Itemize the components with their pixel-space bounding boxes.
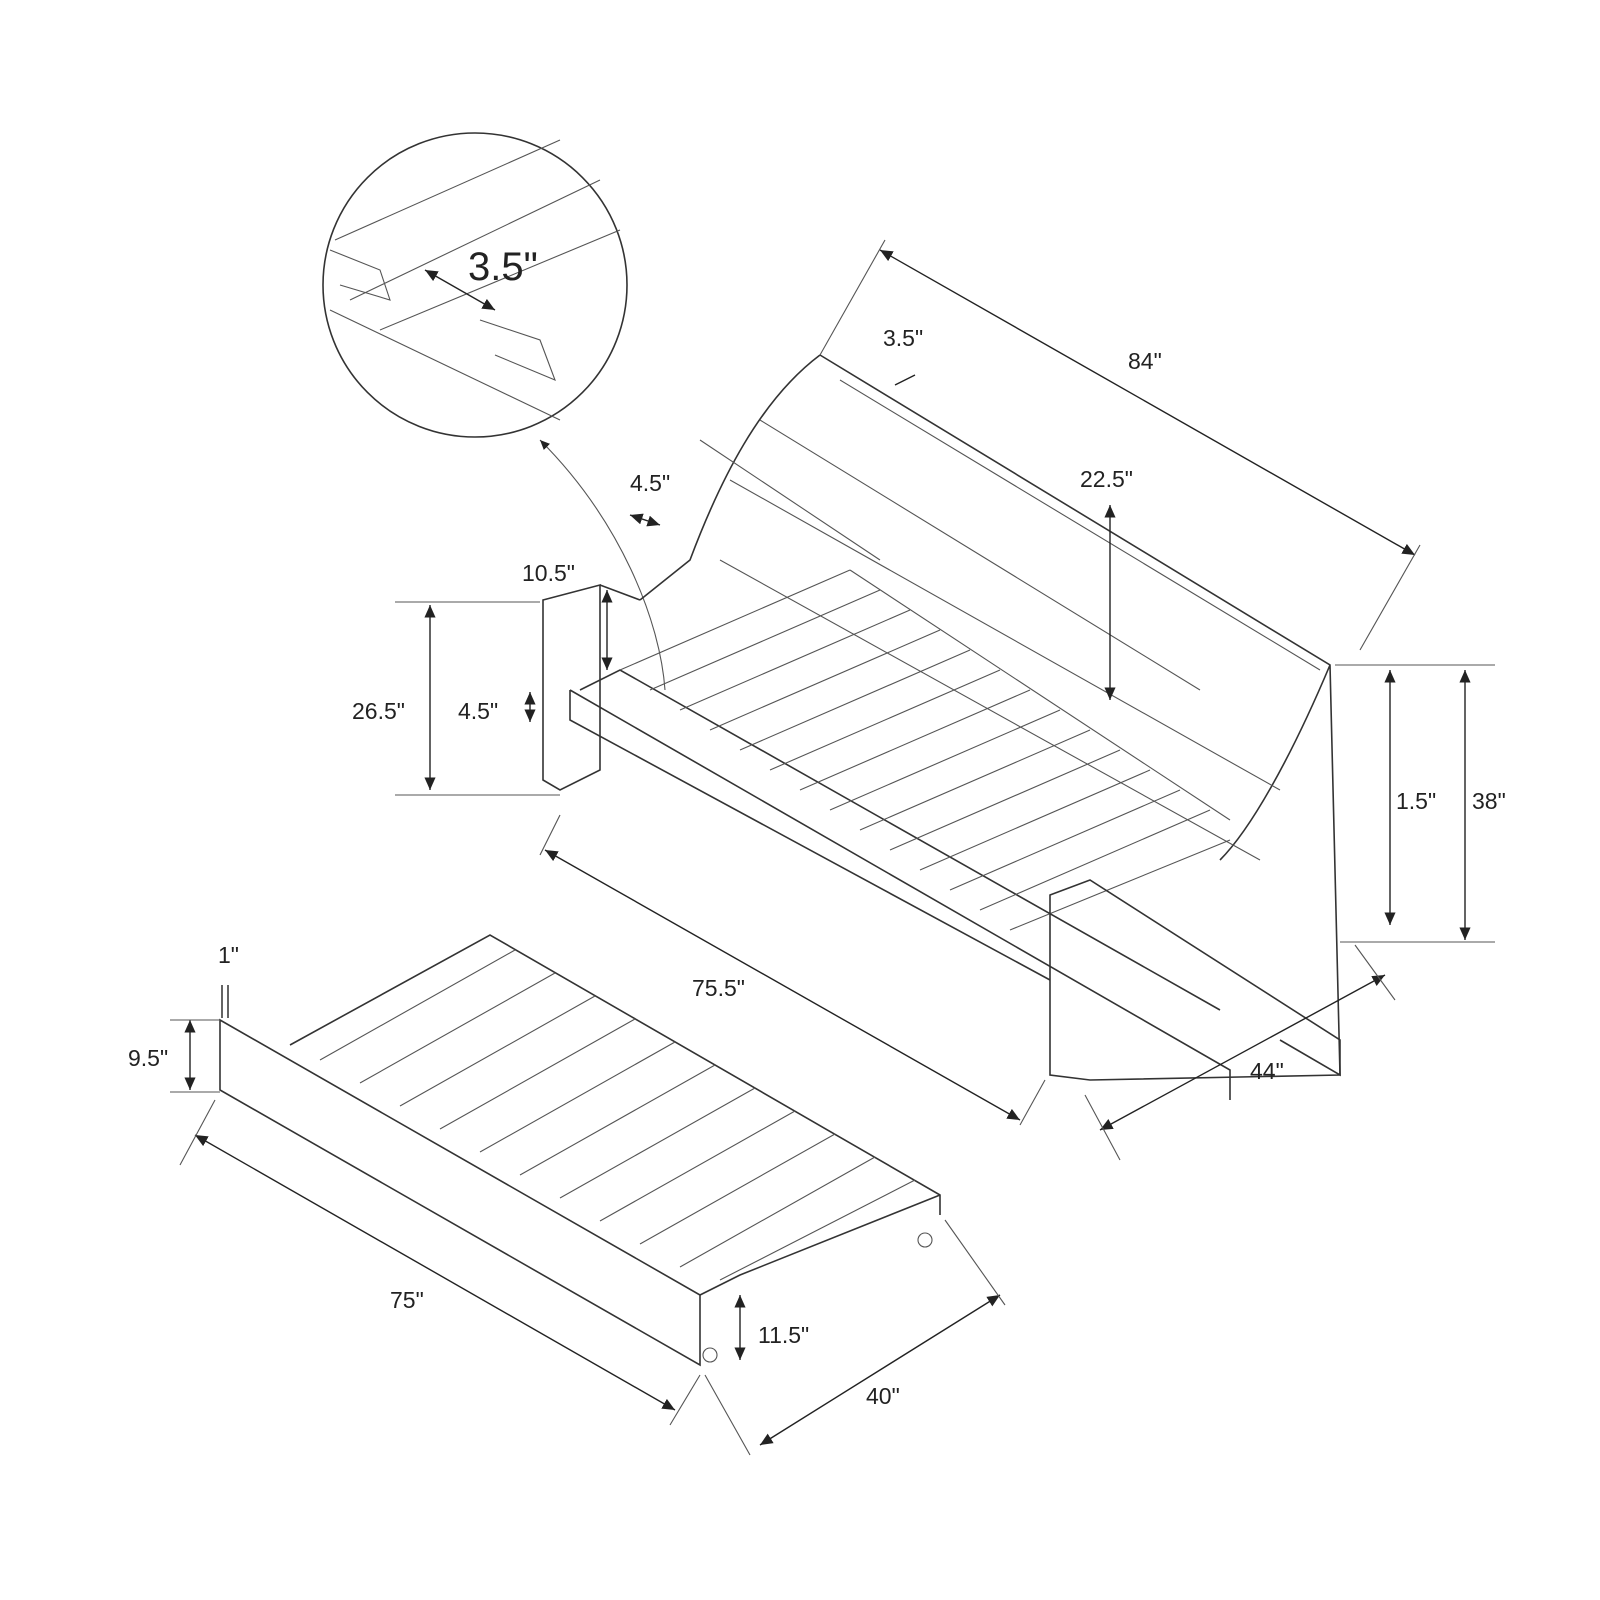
inner-length-label: 75.5": [692, 975, 745, 1001]
dimension-lines: [170, 239, 1495, 1456]
back-slat-width-label: 3.5": [883, 325, 924, 351]
trundle-height-label: 11.5": [758, 1322, 810, 1348]
trundle-panel-height-label: 9.5": [128, 1045, 169, 1071]
daybed: [542, 354, 1341, 1100]
slat-detail-inset: [322, 132, 666, 691]
trundle-top-gap-label: 1": [218, 942, 239, 968]
arm-height-label: 26.5": [352, 698, 405, 724]
arm-height-above-rail-label: 10.5": [522, 560, 575, 586]
trundle: [219, 934, 941, 1367]
back-height-label: 22.5": [1080, 466, 1133, 492]
rail-height-label: 4.5": [458, 698, 499, 724]
clearance-label: 1.5": [1396, 788, 1437, 814]
overall-height-label: 38": [1472, 788, 1506, 814]
depth-label: 44": [1250, 1058, 1284, 1084]
length-overall-label: 84": [1128, 348, 1162, 374]
trundle-width-label: 40": [866, 1383, 900, 1409]
trundle-length-label: 75": [390, 1287, 424, 1313]
inset-slat-width-label: 3.5": [468, 245, 538, 289]
arm-width-label: 4.5": [630, 470, 671, 496]
